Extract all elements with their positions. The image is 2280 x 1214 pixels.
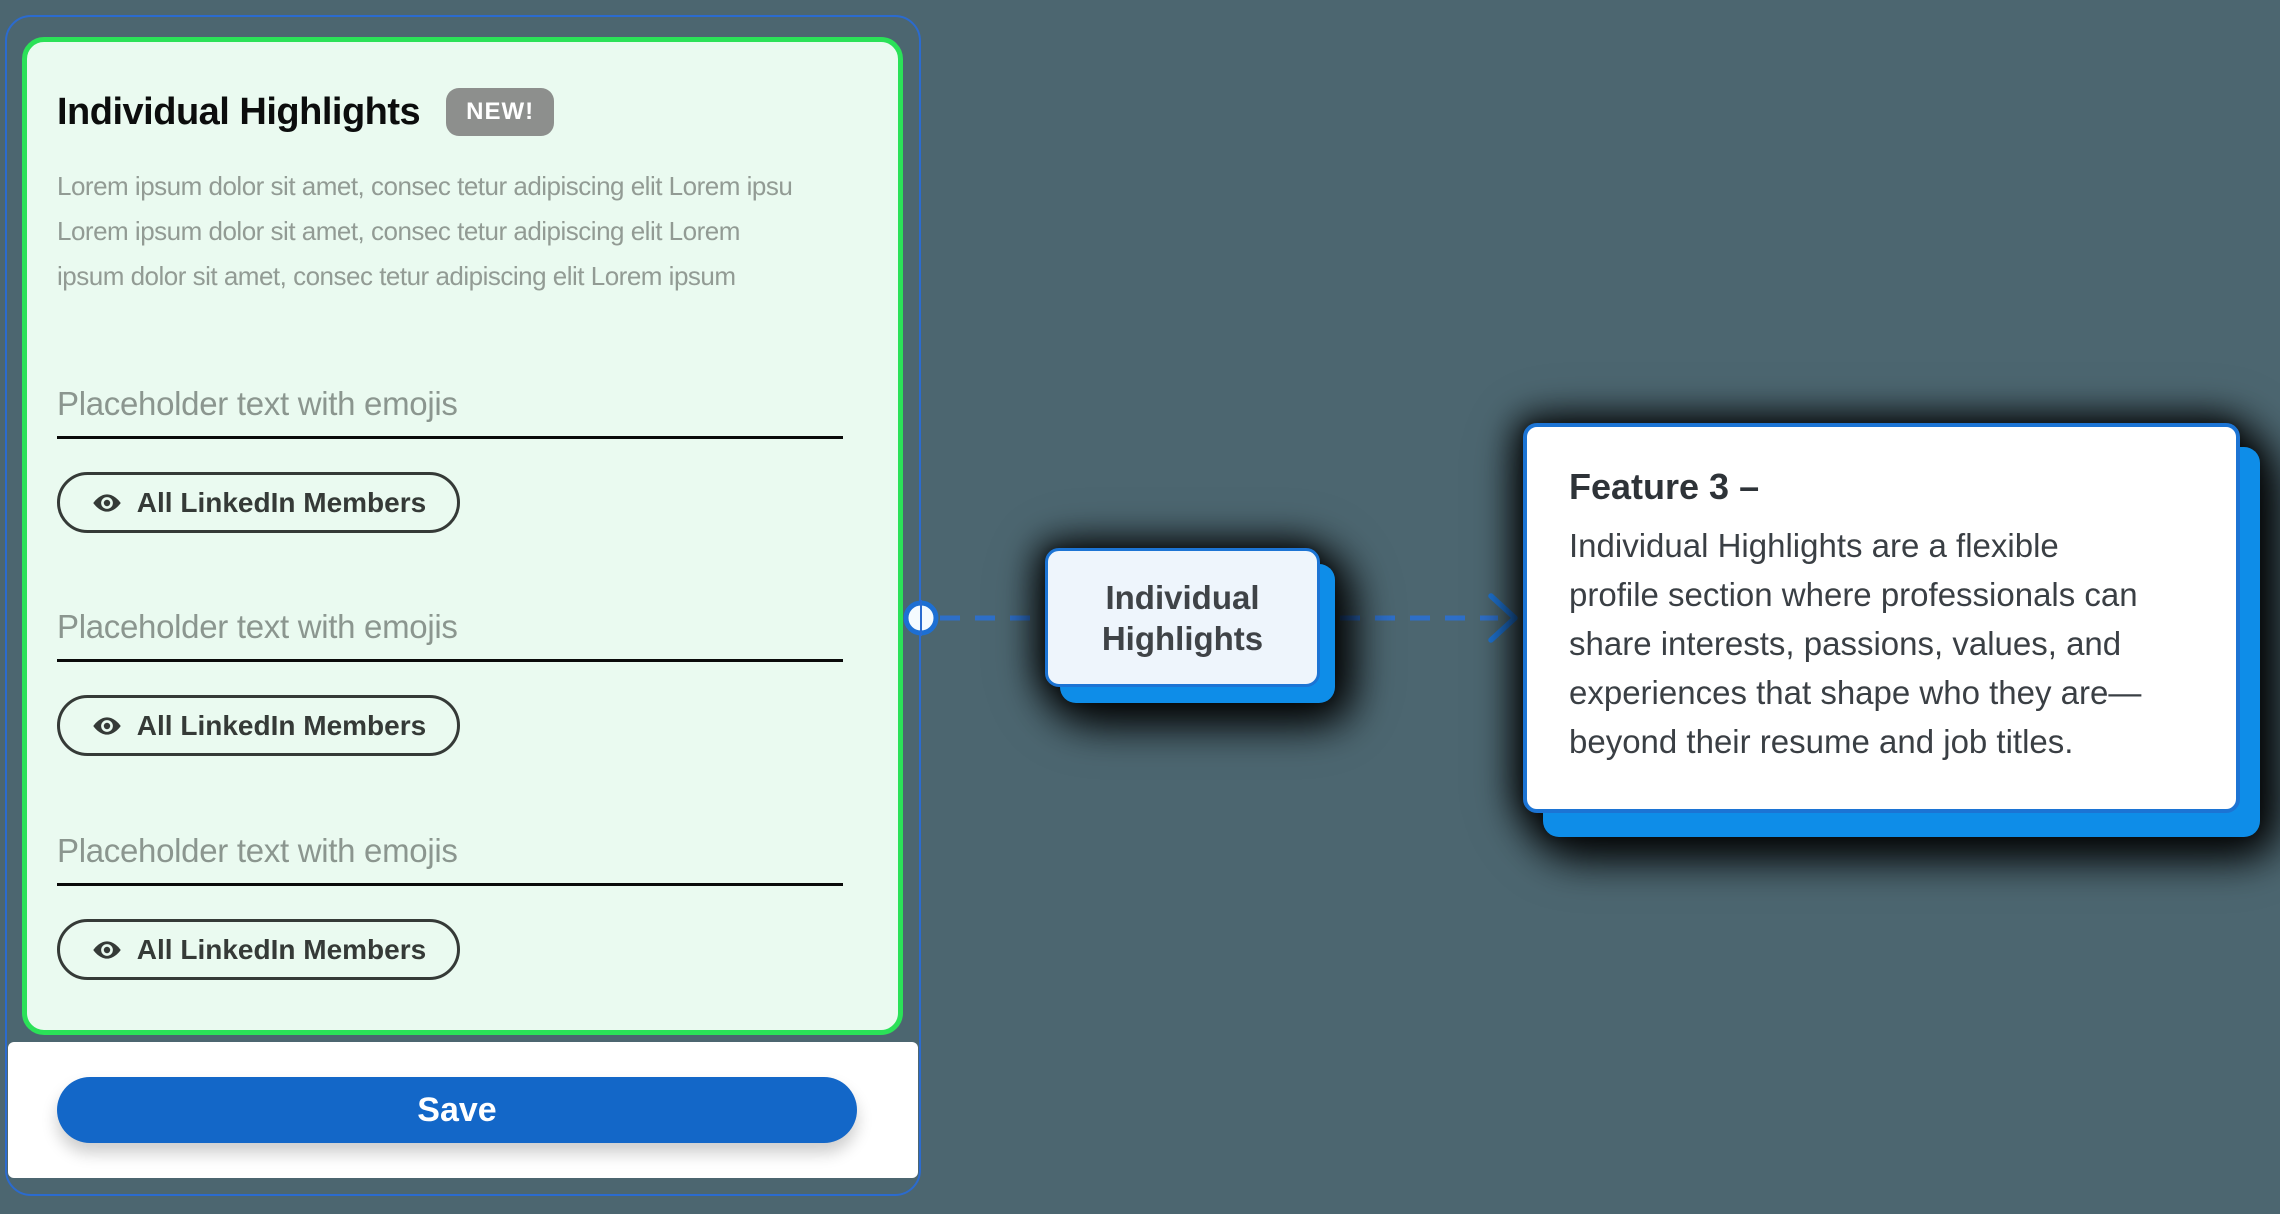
highlight-input-3[interactable]: Placeholder text with emojis: [57, 832, 458, 869]
feature-card[interactable]: Feature 3 – Individual Highlights are a …: [1523, 423, 2240, 813]
highlight-field-2: Placeholder text with emojis All LinkedI…: [57, 607, 873, 756]
visibility-pill-3[interactable]: All LinkedIn Members: [57, 919, 460, 980]
mockup-card: Individual Highlights NEW! Lorem ipsum d…: [22, 37, 903, 1035]
diagram-node-individual-highlights[interactable]: Individual Highlights: [1045, 548, 1320, 687]
highlight-input-2[interactable]: Placeholder text with emojis: [57, 608, 458, 645]
input-underline: [57, 659, 843, 662]
highlight-field-1: Placeholder text with emojis All LinkedI…: [57, 384, 873, 533]
visibility-label: All LinkedIn Members: [136, 933, 427, 965]
eye-icon: [91, 487, 123, 519]
highlight-input-1[interactable]: Placeholder text with emojis: [57, 385, 458, 422]
feature-card-face: Feature 3 – Individual Highlights are a …: [1523, 423, 2240, 813]
mockup-header: Individual Highlights NEW!: [57, 88, 555, 136]
visibility-pill-1[interactable]: All LinkedIn Members: [57, 472, 460, 533]
highlight-field-3: Placeholder text with emojis All LinkedI…: [57, 831, 873, 980]
mockup-title: Individual Highlights: [57, 91, 421, 133]
feature-body: Individual Highlights are a flexible pro…: [1569, 527, 2142, 760]
arrow-icon: [1488, 593, 1518, 643]
visibility-pill-2[interactable]: All LinkedIn Members: [57, 695, 460, 756]
visibility-label: All LinkedIn Members: [136, 486, 427, 518]
save-bar: Save: [8, 1042, 918, 1178]
eye-icon: [91, 934, 123, 966]
input-underline: [57, 883, 843, 886]
mockup-description: Lorem ipsum dolor sit amet, consec tetur…: [57, 171, 793, 291]
visibility-label: All LinkedIn Members: [136, 709, 427, 741]
selection-frame: Individual Highlights NEW! Lorem ipsum d…: [5, 15, 921, 1196]
feature-title: Feature 3 –: [1569, 466, 1760, 507]
save-button[interactable]: Save: [57, 1077, 857, 1143]
input-underline: [57, 436, 843, 439]
node-label: Individual Highlights: [1045, 548, 1320, 687]
eye-icon: [91, 710, 123, 742]
new-badge: NEW!: [446, 88, 555, 136]
